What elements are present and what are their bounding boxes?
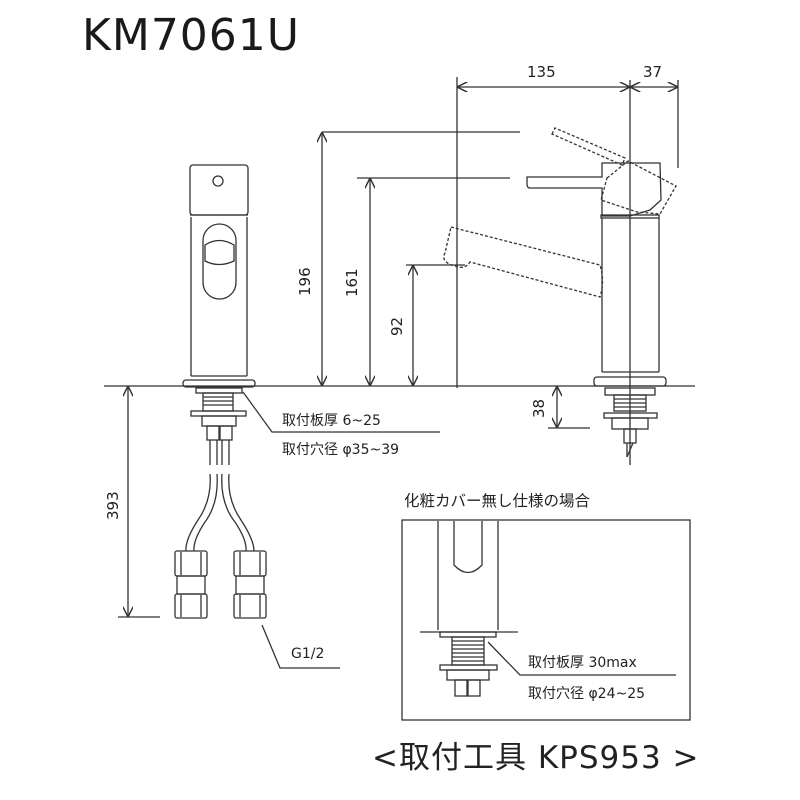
- front-view-faucet: [174, 164, 267, 619]
- note-hole-diameter: 取付穴径 φ35~39: [282, 442, 400, 458]
- dim-shank-length: 38: [530, 398, 548, 418]
- connection-leader: [261, 624, 340, 669]
- dim-hose-length: 393: [104, 491, 122, 520]
- note-plate-thickness: 取付板厚 6~25: [282, 413, 381, 429]
- dim-total-height: 196: [296, 267, 314, 296]
- dim-lever-height: 161: [343, 268, 361, 297]
- side-view-faucet: [526, 162, 667, 458]
- plate-note-leader: [242, 391, 440, 433]
- inset-hole-diameter: 取付穴径 φ24~25: [528, 686, 646, 702]
- spout-dashed-outline: [443, 127, 677, 298]
- note-connection-thread: G1/2: [291, 646, 325, 662]
- dim-lever-offset: 37: [643, 63, 663, 81]
- inset-plate-thickness: 取付板厚 30max: [528, 655, 637, 671]
- inset-title: 化粧カバー無し仕様の場合: [404, 492, 591, 510]
- inset-note-leader: [487, 641, 676, 676]
- dim-spout-height: 92: [388, 316, 406, 336]
- mounting-kit-label: <取付工具 KPS953 >: [372, 740, 700, 776]
- inset-box: [401, 519, 691, 721]
- inset-faucet: [420, 521, 518, 697]
- dim-spout-reach: 135: [527, 63, 556, 81]
- model-number-title: KM7061U: [82, 10, 300, 61]
